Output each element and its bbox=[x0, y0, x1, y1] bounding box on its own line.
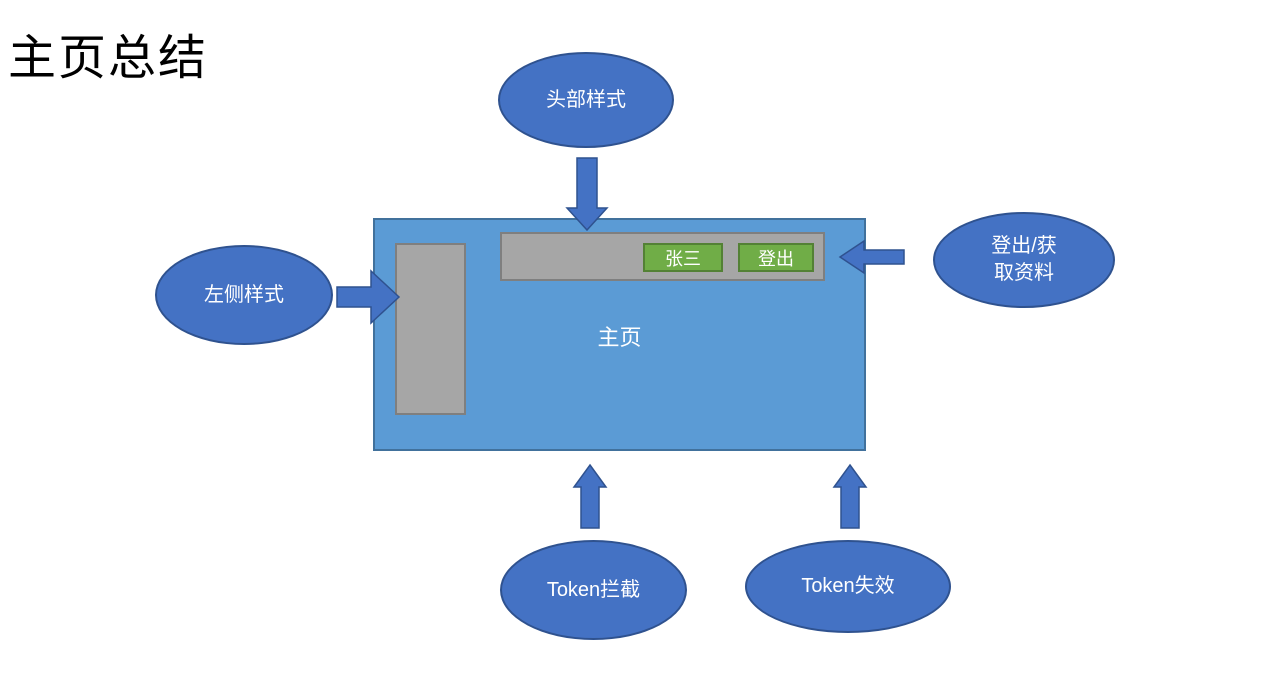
node-logout-profile-label-line1: 登出/获 bbox=[991, 235, 1057, 257]
node-token-expired-label: Token失效 bbox=[801, 575, 895, 597]
username-button-label: 张三 bbox=[665, 248, 701, 269]
node-left-style: 左侧样式 bbox=[155, 245, 333, 345]
logout-button-label: 登出 bbox=[758, 248, 794, 269]
arrow-header-style-down-icon bbox=[565, 157, 609, 232]
node-token-intercept: Token拦截 bbox=[500, 540, 687, 640]
mockup-sidebar-rect bbox=[395, 243, 466, 415]
mockup-page-label: 主页 bbox=[597, 325, 642, 350]
node-token-expired: Token失效 bbox=[745, 540, 951, 633]
node-header-style: 头部样式 bbox=[498, 52, 674, 148]
arrow-left-style-right-icon bbox=[336, 269, 401, 325]
logout-button: 登出 bbox=[738, 243, 814, 272]
node-logout-profile-label-line2: 取资料 bbox=[994, 262, 1054, 284]
node-token-intercept-label: Token拦截 bbox=[546, 578, 641, 601]
arrow-logout-profile-left-icon bbox=[838, 239, 905, 275]
arrow-token-intercept-up-icon bbox=[572, 463, 608, 529]
node-left-style-label: 左侧样式 bbox=[204, 283, 284, 306]
arrow-token-expired-up-icon bbox=[832, 463, 868, 529]
username-button: 张三 bbox=[643, 243, 723, 272]
node-logout-profile: 登出/获 取资料 bbox=[933, 212, 1115, 308]
page-title: 主页总结 bbox=[8, 32, 209, 85]
node-header-style-label: 头部样式 bbox=[546, 88, 626, 111]
